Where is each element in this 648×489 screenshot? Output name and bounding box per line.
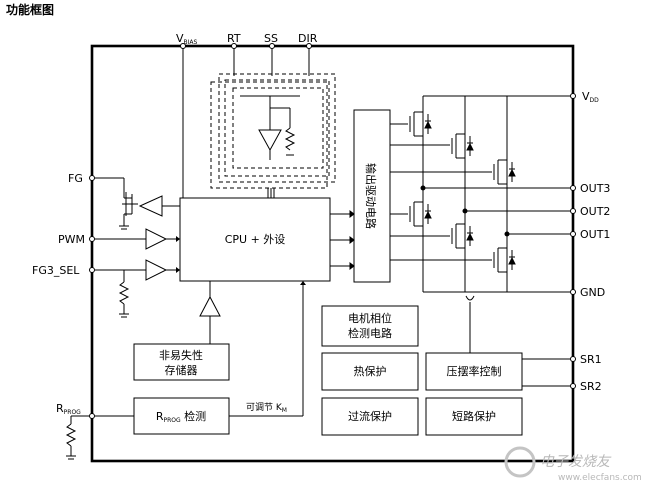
pin-dir: DIR [298,32,318,76]
slew-rate-control-block: 压摆率控制 [425,352,523,391]
svg-text:OUT1: OUT1 [580,228,610,241]
phase-detect-block: 电机相位 检测电路 [321,305,419,347]
chip-outline [90,44,575,463]
svg-text:GND: GND [580,286,605,299]
svg-text:电机相位: 电机相位 [348,311,392,325]
thermal-protection-block: 热保护 [321,352,419,391]
mosfet-ls-a [409,200,432,228]
pin-pwm: PWM [58,228,180,250]
pin-fg3-sel: FG3_SEL [32,259,180,318]
fg-open-drain-fet [119,178,180,230]
svg-text:CPU + 外设: CPU + 外设 [225,233,286,246]
svg-text:SR1: SR1 [580,353,602,366]
analog-reference-block [210,73,336,189]
output-driver-block: 输出驱动电路 [353,109,391,283]
mosfet-hs-a [409,110,432,138]
svg-text:OUT2: OUT2 [580,205,610,218]
mosfet-ls-c [493,246,516,274]
vdd-rail [422,95,570,158]
svg-text:OUT3: OUT3 [580,182,610,195]
pin-vbias: VBIAS [176,32,198,198]
nvm-block: 非易失性 存储器 [133,281,230,381]
svg-text:热保护: 热保护 [354,364,387,378]
svg-text:SR2: SR2 [580,380,602,393]
mosfet-hs-c [493,158,516,186]
overcurrent-protection-block: 过流保护 [321,397,419,436]
cpu-to-driver-arrows [330,210,355,270]
svg-text:VBIAS: VBIAS [176,32,198,46]
phase-nodes [420,138,570,246]
pin-rt: RT [227,32,241,76]
svg-text:输出驱动电路: 输出驱动电路 [364,163,378,229]
svg-text:RPROG: RPROG [56,402,81,416]
mosfet-hs-b [451,130,474,160]
svg-text:RT: RT [227,32,241,45]
pin-vdd: VDD [570,90,599,104]
pin-out2: OUT2 [570,205,610,218]
rprog-detect-block: RPROG 检测 [133,397,230,435]
svg-text:非易失性: 非易失性 [159,348,203,362]
pin-ss: SS [264,32,278,76]
svg-text:可调节 KM: 可调节 KM [246,402,287,414]
gnd-sense-to-slew [465,295,475,353]
cpu-block: CPU + 外设 [179,197,331,282]
svg-text:SS: SS [264,32,278,45]
pin-fg: FG [68,172,124,185]
svg-text:电子发烧友: 电子发烧友 [540,454,612,470]
pin-sr2: SR2 [522,380,602,393]
pin-sr1: SR1 [522,353,602,366]
svg-text:FG: FG [68,172,83,185]
pin-out1: OUT1 [570,228,610,241]
mosfet-ls-b [451,222,474,250]
pin-rprog: RPROG [56,402,134,460]
svg-text:DIR: DIR [298,32,318,45]
svg-text:压摆率控制: 压摆率控制 [447,364,502,378]
svg-text:检测电路: 检测电路 [348,326,392,340]
svg-text:过流保护: 过流保护 [348,409,392,423]
km-adjust-path: 可调节 KM [229,281,306,417]
svg-text:www.elecfans.com: www.elecfans.com [558,473,642,483]
gate-drive-lines [390,123,492,261]
svg-text:VDD: VDD [582,90,599,104]
svg-text:PWM: PWM [58,233,85,246]
reference-buffer [240,95,300,160]
pin-out3: OUT3 [570,182,610,195]
svg-text:FG3_SEL: FG3_SEL [32,264,80,277]
svg-text:RPROG 检测: RPROG 检测 [156,409,206,424]
svg-text:存储器: 存储器 [165,363,198,377]
short-circuit-protection-block: 短路保护 [425,397,523,436]
svg-text:短路保护: 短路保护 [452,409,496,423]
pin-gnd: GND [570,286,605,299]
watermark: 电子发烧友 www.elecfans.com [504,446,642,483]
analog-bus [267,188,275,198]
diagram-title: 功能框图 [6,2,54,17]
